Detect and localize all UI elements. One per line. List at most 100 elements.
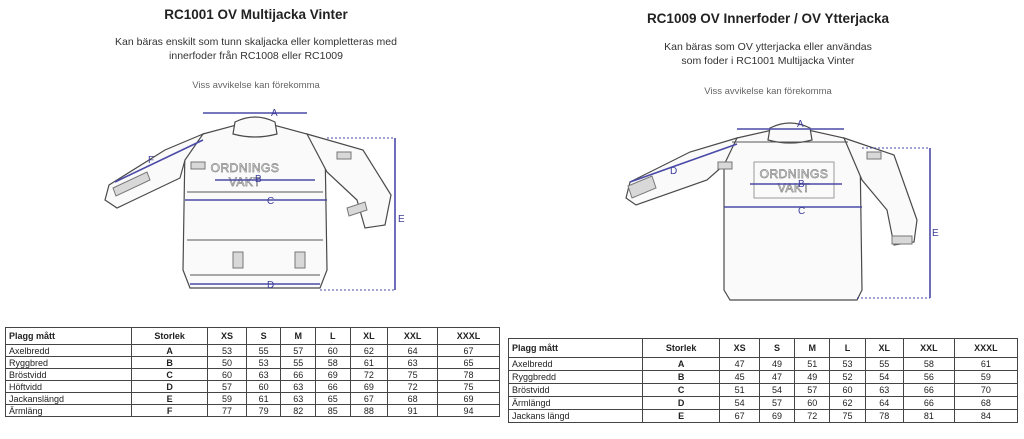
- measurement-label: Bröstvidd: [508, 383, 643, 397]
- size-value-cell: 59: [953, 370, 1019, 384]
- table-header-cell: XXXL: [953, 338, 1019, 358]
- right-dim-d-line: [629, 143, 738, 183]
- size-value-cell: 47: [758, 370, 796, 384]
- right-dim-b-label: B: [798, 179, 805, 190]
- measurement-code: A: [131, 344, 209, 357]
- size-value-cell: 57: [758, 396, 796, 410]
- left-description-line-2: innerfoder från RC1008 eller RC1009: [169, 50, 343, 62]
- size-value-cell: 51: [794, 357, 831, 371]
- size-value-cell: 63: [280, 380, 316, 393]
- left-jacket-collar: [232, 116, 278, 138]
- size-value-cell: 65: [315, 392, 351, 405]
- left-jacket-right-sleeve: [305, 133, 392, 229]
- size-value-cell: 79: [245, 404, 282, 417]
- size-value-cell: 63: [280, 392, 316, 405]
- size-value-cell: 56: [902, 370, 955, 384]
- left-product-panel: RC1001 OV Multijacka Vinter Kan bäras en…: [0, 7, 512, 417]
- right-product-description: Kan bäras som OV ytterjacka eller använd…: [512, 40, 1024, 68]
- size-value-cell: 68: [387, 392, 438, 405]
- size-value-cell: 61: [245, 392, 282, 405]
- size-value-cell: 68: [953, 396, 1019, 410]
- size-value-cell: 94: [436, 404, 501, 417]
- right-product-panel: RC1009 OV Innerfoder / OV Ytterjacka Kan…: [508, 0, 1024, 439]
- size-value-cell: 85: [315, 404, 351, 417]
- right-jacket-collar: [767, 122, 813, 144]
- size-value-cell: 61: [953, 357, 1019, 371]
- size-value-cell: 66: [315, 380, 351, 393]
- size-value-cell: 49: [794, 370, 831, 384]
- size-value-cell: 47: [719, 357, 760, 371]
- size-value-cell: 69: [758, 409, 796, 423]
- table-header-cell: S: [758, 338, 796, 358]
- size-value-cell: 67: [719, 409, 760, 423]
- table-header-cell: Plagg mått: [4, 327, 133, 345]
- size-value-cell: 67: [436, 344, 501, 357]
- table-header-cell: S: [245, 327, 282, 345]
- size-value-cell: 81: [902, 409, 955, 423]
- table-header-cell: XL: [864, 338, 904, 358]
- size-value-cell: 64: [864, 396, 904, 410]
- size-value-cell: 58: [315, 356, 351, 369]
- size-value-cell: 67: [349, 392, 389, 405]
- size-value-cell: 57: [207, 380, 247, 393]
- size-value-cell: 58: [902, 357, 955, 371]
- right-jacket-diagram: ORDNINGS VAKT A B C D E: [625, 119, 939, 301]
- right-dim-d-label: D: [670, 166, 677, 177]
- left-dim-f-line: [114, 139, 204, 183]
- table-header-cell: XS: [207, 327, 247, 345]
- measurement-label: Jackans längd: [508, 409, 643, 423]
- left-dim-d-label: D: [267, 280, 274, 291]
- left-deviation-note: Viss avvikelse kan förekomma: [192, 80, 320, 91]
- left-product-description: Kan bäras enskilt som tunn skaljacka ell…: [0, 35, 512, 63]
- size-value-cell: 54: [758, 383, 796, 397]
- size-value-cell: 57: [794, 383, 831, 397]
- measurement-label: Ärmläng: [4, 404, 133, 417]
- measurement-code: C: [131, 368, 209, 381]
- table-header-cell: XXL: [387, 327, 438, 345]
- table-header-cell: XL: [349, 327, 389, 345]
- measurement-label: Ryggbredd: [508, 370, 643, 384]
- size-value-cell: 84: [953, 409, 1019, 423]
- table-header-cell: XXXL: [436, 327, 501, 345]
- size-value-cell: 78: [864, 409, 904, 423]
- size-value-cell: 53: [829, 357, 866, 371]
- measurement-label: Ärmlängd: [508, 396, 643, 410]
- measurement-code: F: [131, 404, 209, 417]
- size-value-cell: 57: [280, 344, 316, 357]
- size-value-cell: 69: [349, 380, 389, 393]
- measurement-code: E: [131, 392, 209, 405]
- table-header-cell: M: [794, 338, 831, 358]
- size-value-cell: 62: [829, 396, 866, 410]
- left-product-title: RC1001 OV Multijacka Vinter: [164, 7, 348, 22]
- size-value-cell: 78: [436, 368, 501, 381]
- size-value-cell: 50: [207, 356, 247, 369]
- size-value-cell: 51: [719, 383, 760, 397]
- left-dim-a-label: A: [271, 108, 278, 119]
- measurement-label: Höftvidd: [4, 380, 133, 393]
- left-description-line-1: Kan bäras enskilt som tunn skaljacka ell…: [115, 36, 397, 48]
- table-header-cell: M: [280, 327, 316, 345]
- size-value-cell: 52: [829, 370, 866, 384]
- table-header-cell: Plagg mått: [508, 338, 643, 358]
- right-description-line-1: Kan bäras som OV ytterjacka eller använd…: [664, 41, 872, 53]
- size-value-cell: 63: [387, 356, 438, 369]
- size-value-cell: 72: [387, 380, 438, 393]
- size-value-cell: 59: [207, 392, 247, 405]
- size-value-cell: 61: [349, 356, 389, 369]
- size-value-cell: 72: [794, 409, 831, 423]
- size-value-cell: 75: [829, 409, 866, 423]
- table-header-cell: L: [829, 338, 866, 358]
- size-value-cell: 54: [719, 396, 760, 410]
- table-header-cell: L: [315, 327, 351, 345]
- measurement-code: B: [641, 370, 721, 384]
- size-value-cell: 55: [280, 356, 316, 369]
- right-size-table: Plagg mått Storlek XS S M L XL XXL XXXL …: [508, 338, 1019, 423]
- size-value-cell: 65: [436, 356, 501, 369]
